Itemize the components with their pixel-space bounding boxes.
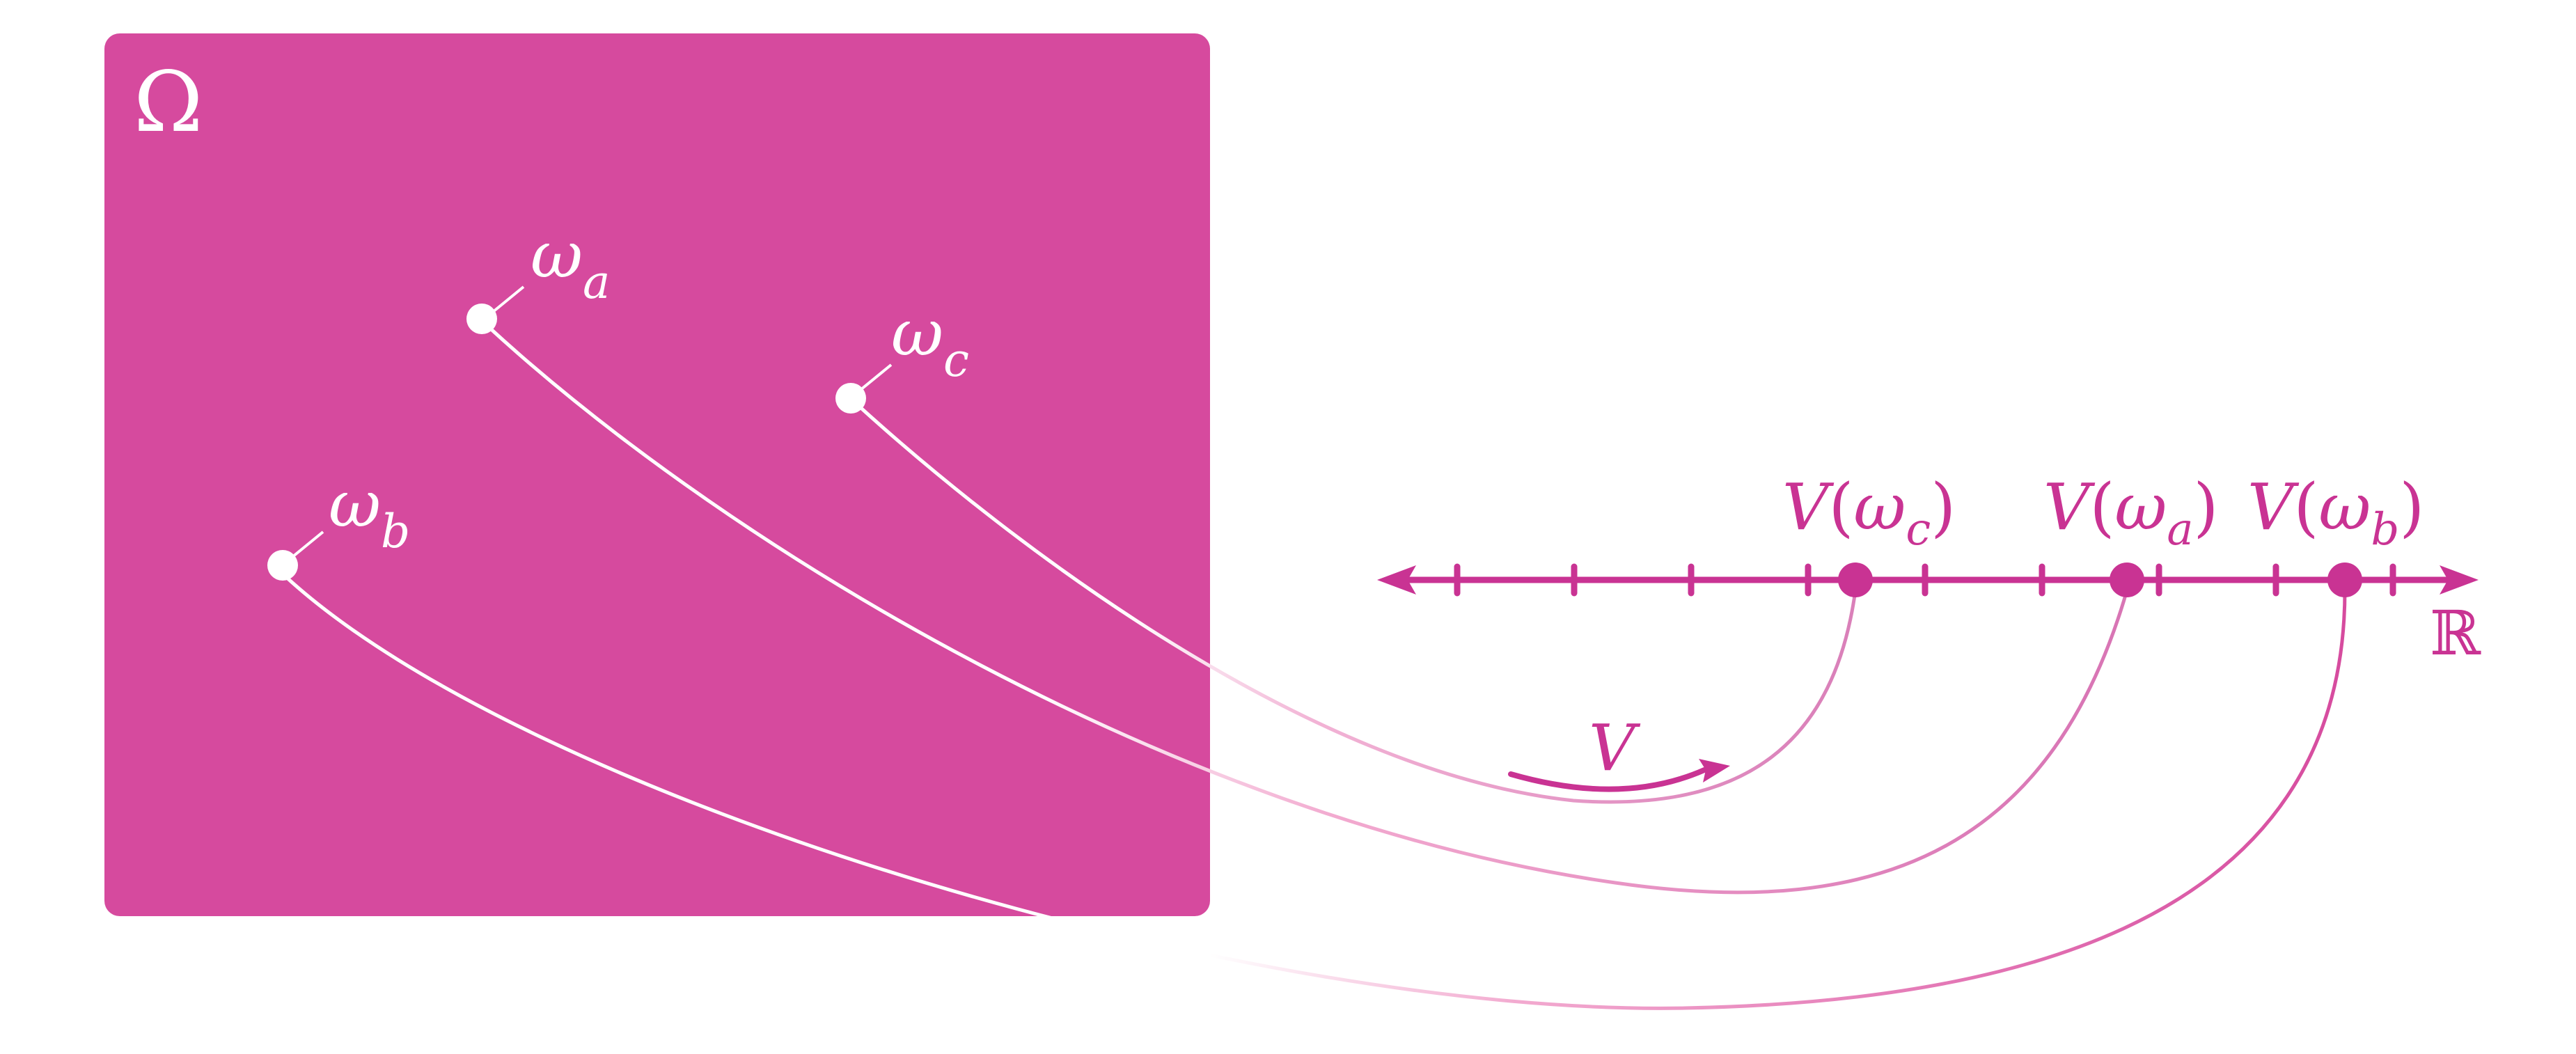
value-label: V(ωc) (1782, 470, 1956, 556)
right-arrowhead (2440, 565, 2479, 595)
real-line-symbol: ℝ (2430, 597, 2481, 669)
sample-point-a: ωa (466, 218, 610, 334)
value-dot (2110, 563, 2144, 597)
point-dot (466, 304, 497, 334)
mapping-curve-b (284, 575, 2347, 1010)
point-label: ωa (531, 218, 610, 309)
tick-marks (1454, 563, 2396, 597)
value-point-a: V(ωa) (2043, 470, 2218, 597)
value-label: V(ωa) (2043, 470, 2218, 556)
sample-point-c: ωc (835, 296, 969, 414)
mapping-curve-c (855, 402, 1858, 804)
mapping-label: V (1589, 711, 1641, 785)
value-point-c: V(ωc) (1782, 470, 1956, 597)
point-dot (835, 383, 866, 414)
mapping-arrow-shaft (1508, 767, 1707, 792)
point-dot (267, 550, 298, 581)
value-point-b: V(ωb) (2247, 470, 2424, 597)
mapping-curve-a (486, 324, 2129, 895)
point-label: ωc (891, 296, 969, 387)
mapping-arrow: V (1508, 711, 1730, 792)
point-label: ωb (329, 467, 410, 558)
value-dot (1838, 563, 1873, 597)
sample-space-symbol: Ω (134, 54, 203, 151)
sample-space-region (104, 33, 1210, 916)
real-number-line: ℝ (1377, 563, 2481, 669)
value-dot (2327, 563, 2362, 597)
mapping-arrowhead (1699, 759, 1730, 782)
value-label: V(ωb) (2247, 470, 2424, 556)
sample-point-b: ωb (267, 467, 410, 581)
left-arrowhead (1377, 565, 1416, 595)
